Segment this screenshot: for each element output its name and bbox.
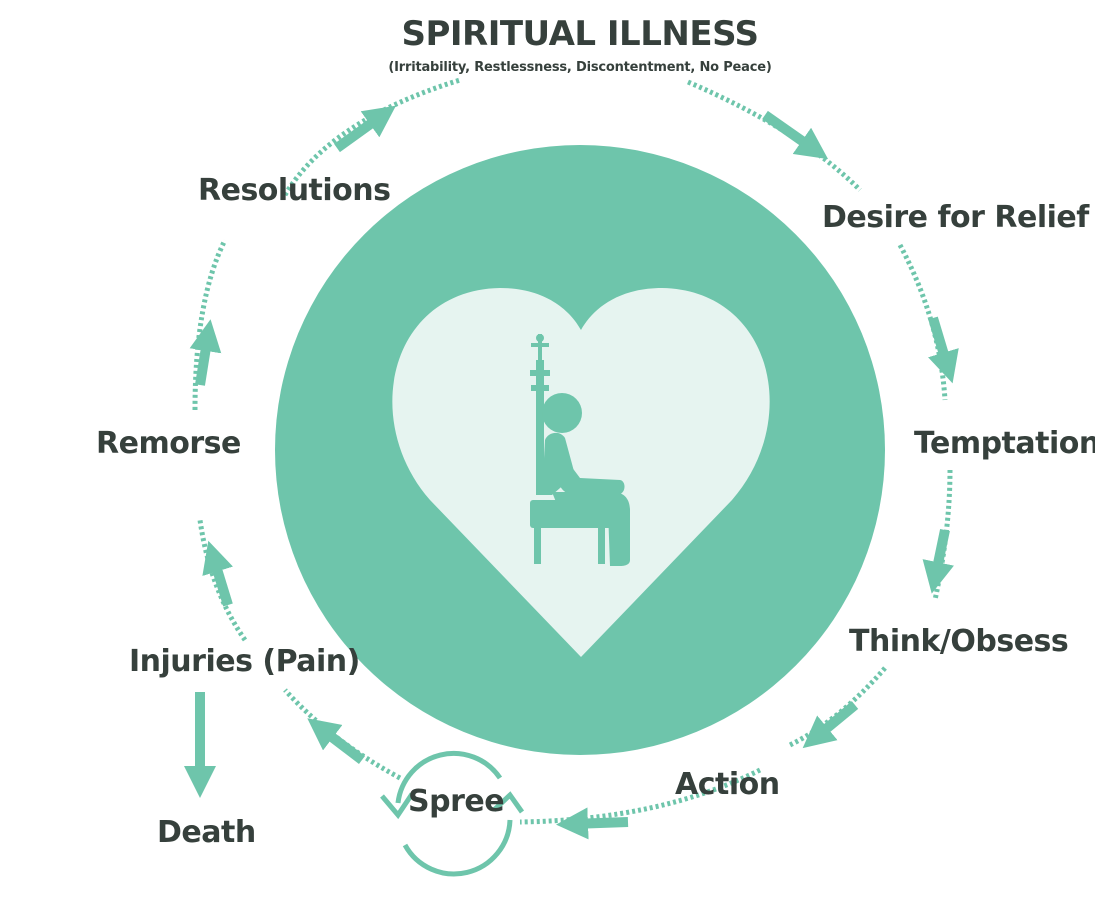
path-segment-bottom: [519, 767, 762, 825]
arrow-to-spree: [556, 807, 629, 840]
stage-label-desire-for-relief: Desire for Relief: [822, 200, 1089, 235]
stage-label-remorse: Remorse: [96, 426, 241, 461]
diagram-title: SPIRITUAL ILLNESS: [401, 14, 759, 54]
stage-label-temptation: Temptation: [914, 426, 1095, 461]
diagram-subtitle: (Irritability, Restlessness, Discontentm…: [388, 60, 772, 75]
path-segment-left-upper: [192, 238, 228, 411]
stage-label-injuries: Injuries (Pain): [129, 644, 360, 679]
path-segment-top-right: [687, 79, 862, 192]
heart-icon: [392, 288, 770, 657]
arrow-to-injuries: [307, 718, 366, 764]
cycle-arrows: [183, 105, 959, 840]
arrow-to-desire: [762, 110, 829, 160]
stage-label-action: Action: [675, 767, 780, 802]
arrow-to-resolutions: [189, 319, 222, 386]
arrow-to-think: [922, 528, 954, 594]
path-segment-top-left: [282, 77, 461, 197]
path-segment-right-lower: [788, 666, 887, 748]
person-on-throne-icon: [530, 334, 630, 566]
stage-label-death: Death: [157, 815, 256, 850]
stage-label-think-obsess: Think/Obsess: [849, 624, 1069, 659]
stage-label-spree: Spree: [408, 784, 505, 819]
spree-loop-icon: [380, 750, 525, 877]
arrow-to-action: [802, 701, 859, 749]
arrow-to-remorse: [202, 540, 233, 607]
arrow-to-spiritual-illness: [334, 105, 397, 153]
arrow-to-temptation: [928, 316, 959, 384]
path-segment-bottom-left: [283, 688, 402, 781]
path-segment-left-lower: [197, 519, 248, 642]
stage-label-resolutions: Resolutions: [198, 173, 391, 208]
